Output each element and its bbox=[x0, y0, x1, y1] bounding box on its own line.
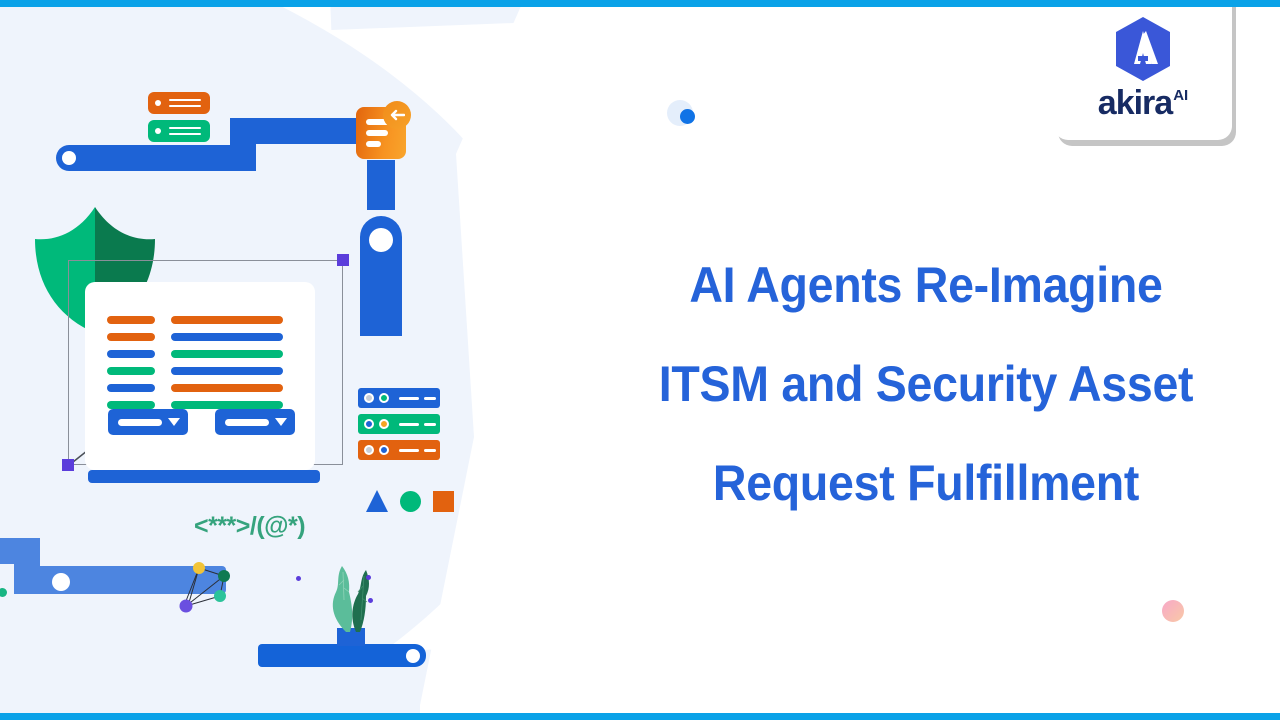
bottom-accent-bar bbox=[0, 713, 1280, 720]
card-line bbox=[366, 119, 396, 125]
rack-status-dot-icon bbox=[364, 393, 374, 403]
dropdown-label-placeholder bbox=[118, 418, 162, 426]
network-graph bbox=[176, 562, 236, 616]
rack-status-dot-icon bbox=[364, 445, 374, 455]
card-line bbox=[366, 141, 381, 147]
green-pill-badge bbox=[148, 120, 210, 142]
server-rack-row bbox=[358, 388, 440, 408]
form-row-bar bbox=[107, 401, 155, 409]
form-row-bar bbox=[107, 333, 155, 341]
server-rack-group bbox=[358, 388, 440, 466]
capsule-dot-icon bbox=[369, 228, 393, 252]
small-green-dot bbox=[0, 588, 7, 597]
rack-line bbox=[399, 448, 419, 452]
form-column-right bbox=[171, 316, 283, 409]
square-shape bbox=[433, 490, 454, 512]
rack-status-dot-icon bbox=[364, 419, 374, 429]
brand-wordmark: akira AI bbox=[1098, 86, 1188, 120]
form-row-bar bbox=[171, 401, 283, 409]
server-rack-row bbox=[358, 440, 440, 460]
triangle-shape bbox=[366, 490, 388, 512]
pipe-segment-left bbox=[56, 145, 256, 171]
rack-status-dot-icon bbox=[379, 393, 389, 403]
capsule-stem bbox=[367, 160, 395, 210]
arrow-left-icon bbox=[383, 101, 411, 129]
form-column-left bbox=[107, 316, 155, 409]
akira-logo-mark-icon bbox=[1112, 16, 1174, 82]
page-title-line-1: AI Agents Re-Imagine bbox=[689, 257, 1163, 313]
pill-dot-icon bbox=[155, 128, 161, 134]
node-yellow bbox=[193, 562, 205, 574]
card-line bbox=[366, 130, 388, 136]
brand-superscript: AI bbox=[1173, 87, 1189, 104]
rack-line bbox=[424, 448, 436, 452]
form-row-bar bbox=[171, 333, 283, 341]
chevron-down-icon bbox=[168, 418, 180, 426]
top-accent-bar bbox=[0, 0, 1280, 7]
node-teal bbox=[214, 590, 226, 602]
form-card bbox=[85, 282, 315, 470]
node-dark-green bbox=[218, 570, 230, 582]
small-purple-dot bbox=[366, 575, 371, 580]
pill-dot-icon bbox=[155, 100, 161, 106]
form-row-bar bbox=[171, 316, 283, 324]
blue-dot bbox=[680, 109, 695, 124]
dropdown-button-left[interactable] bbox=[108, 409, 188, 435]
plant-bar-endpoint-dot bbox=[406, 649, 420, 663]
plant-icon bbox=[316, 556, 386, 632]
form-row-bar bbox=[107, 350, 155, 358]
small-purple-dot bbox=[368, 598, 373, 603]
page-title-line-3: Request Fulfillment bbox=[712, 455, 1140, 511]
dropdown-label-placeholder bbox=[225, 418, 269, 426]
small-purple-dot bbox=[296, 576, 301, 581]
form-card-buttons bbox=[108, 409, 295, 435]
form-row-bar bbox=[171, 350, 283, 358]
pipe-endpoint-dot bbox=[62, 151, 76, 165]
form-row-bar bbox=[171, 367, 283, 375]
chevron-down-icon bbox=[275, 418, 287, 426]
orange-pill-badge bbox=[148, 92, 210, 114]
page-title-line-2: ITSM and Security Asset bbox=[658, 356, 1194, 412]
pill-line bbox=[169, 99, 201, 101]
rack-line bbox=[424, 422, 436, 426]
hero-illustration: <***>/(@*) bbox=[0, 0, 560, 720]
form-card-base bbox=[88, 470, 320, 483]
code-snippet-text: <***>/(@*) bbox=[194, 512, 306, 540]
server-rack-row bbox=[358, 414, 440, 434]
brand-name: akira bbox=[1097, 84, 1173, 122]
plant-pot bbox=[337, 628, 365, 646]
form-row-bar bbox=[107, 384, 155, 392]
selection-handle-top-right[interactable] bbox=[337, 254, 349, 266]
circle-shape bbox=[400, 490, 421, 512]
pill-line bbox=[169, 105, 201, 107]
form-card-rows bbox=[107, 316, 283, 409]
pill-line bbox=[169, 127, 201, 129]
pink-gradient-dot bbox=[1162, 600, 1184, 622]
form-row-bar bbox=[107, 367, 155, 375]
brand-logo-card[interactable]: akira AI bbox=[1054, 0, 1232, 140]
pipe-bottom-endpoint-dot bbox=[52, 573, 70, 591]
rack-status-dot-icon bbox=[379, 445, 389, 455]
rack-line bbox=[399, 396, 419, 400]
shape-legend-group bbox=[366, 490, 454, 512]
rack-line bbox=[424, 396, 436, 400]
rack-line bbox=[399, 422, 419, 426]
form-row-bar bbox=[107, 316, 155, 324]
selection-handle-bottom-left[interactable] bbox=[62, 459, 74, 471]
dropdown-button-right[interactable] bbox=[215, 409, 295, 435]
plant-bar bbox=[258, 644, 426, 667]
form-row-bar bbox=[171, 384, 283, 392]
pill-line bbox=[169, 133, 201, 135]
rack-status-dot-icon bbox=[379, 419, 389, 429]
node-purple bbox=[179, 599, 193, 613]
